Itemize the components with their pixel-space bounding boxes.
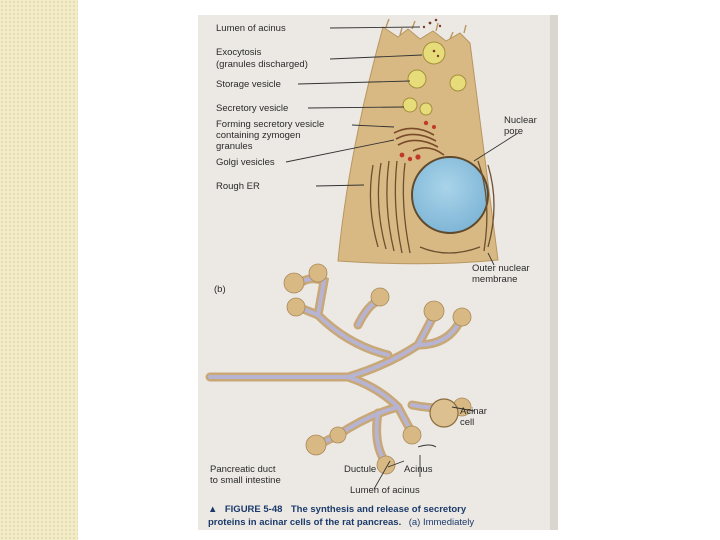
label-acinar-cell-2: cell bbox=[460, 417, 474, 428]
label-rough-er: Rough ER bbox=[216, 181, 260, 192]
caption-marker: ▲ bbox=[208, 504, 217, 515]
figure-illustration: Lumen of acinus Exocytosis (granules dis… bbox=[205, 15, 558, 530]
label-pancreatic-duct-1: Pancreatic duct bbox=[210, 464, 276, 475]
label-acinar-cell-1: Acinar bbox=[460, 406, 487, 417]
golgi-vesicles bbox=[399, 120, 436, 162]
label-forming-vesicle-3: granules bbox=[216, 141, 253, 152]
microvilli bbox=[385, 18, 467, 40]
cell-body bbox=[337, 26, 499, 265]
label-ductule: Ductule bbox=[344, 464, 376, 475]
acinar-cell-highlight bbox=[429, 398, 459, 428]
label-lumen-of-acinus-bottom: Lumen of acinus bbox=[350, 485, 420, 496]
caption-continuation: (a) Immediately bbox=[409, 517, 475, 528]
pancreas-duct-diagram bbox=[205, 263, 472, 475]
decorative-side-strip bbox=[0, 0, 78, 540]
label-storage-vesicle: Storage vesicle bbox=[216, 79, 281, 90]
label-outer-nuclear-membrane-2: membrane bbox=[472, 274, 517, 285]
label-lumen-of-acinus: Lumen of acinus bbox=[216, 23, 286, 34]
golgi-apparatus bbox=[393, 127, 445, 156]
secretory-vesicles bbox=[402, 41, 467, 116]
caption-line-1: ▲ FIGURE 5-48 The synthesis and release … bbox=[208, 499, 467, 516]
page-edge bbox=[550, 15, 558, 530]
acini bbox=[283, 263, 472, 475]
label-pancreatic-duct-2: to small intestine bbox=[210, 475, 281, 486]
textbook-figure-photo: Lumen of acinus Exocytosis (granules dis… bbox=[198, 15, 558, 530]
nucleus bbox=[411, 156, 489, 234]
leader-lines-top bbox=[285, 26, 519, 266]
caption-title-part-1: The synthesis and release of secretory bbox=[291, 504, 467, 515]
label-forming-vesicle-2: containing zymogen bbox=[216, 130, 301, 141]
label-nuclear-pore-1: Nuclear bbox=[504, 115, 537, 126]
acinar-cell-diagram bbox=[337, 18, 499, 265]
label-panel-b: (b) bbox=[214, 284, 226, 295]
label-outer-nuclear-membrane-1: Outer nuclear bbox=[472, 263, 530, 274]
label-nuclear-pore-2: pore bbox=[504, 126, 523, 137]
figure-caption: ▲ FIGURE 5-48 The synthesis and release … bbox=[208, 499, 474, 529]
caption-title-part-2: proteins in acinar cells of the rat panc… bbox=[208, 517, 401, 528]
label-golgi-vesicles: Golgi vesicles bbox=[216, 157, 275, 168]
caption-figure-number: FIGURE 5-48 bbox=[225, 504, 283, 515]
label-acinus: Acinus bbox=[404, 464, 433, 475]
label-secretory-vesicle: Secretory vesicle bbox=[216, 103, 288, 114]
exocytosis-granules bbox=[422, 18, 442, 58]
caption-line-2: proteins in acinar cells of the rat panc… bbox=[208, 512, 474, 529]
label-exocytosis: Exocytosis bbox=[216, 47, 262, 58]
rough-er bbox=[369, 160, 495, 254]
label-exocytosis-sub: (granules discharged) bbox=[216, 59, 308, 70]
leader-lines-bottom bbox=[373, 406, 475, 490]
label-forming-vesicle-1: Forming secretory vesicle bbox=[216, 119, 324, 130]
